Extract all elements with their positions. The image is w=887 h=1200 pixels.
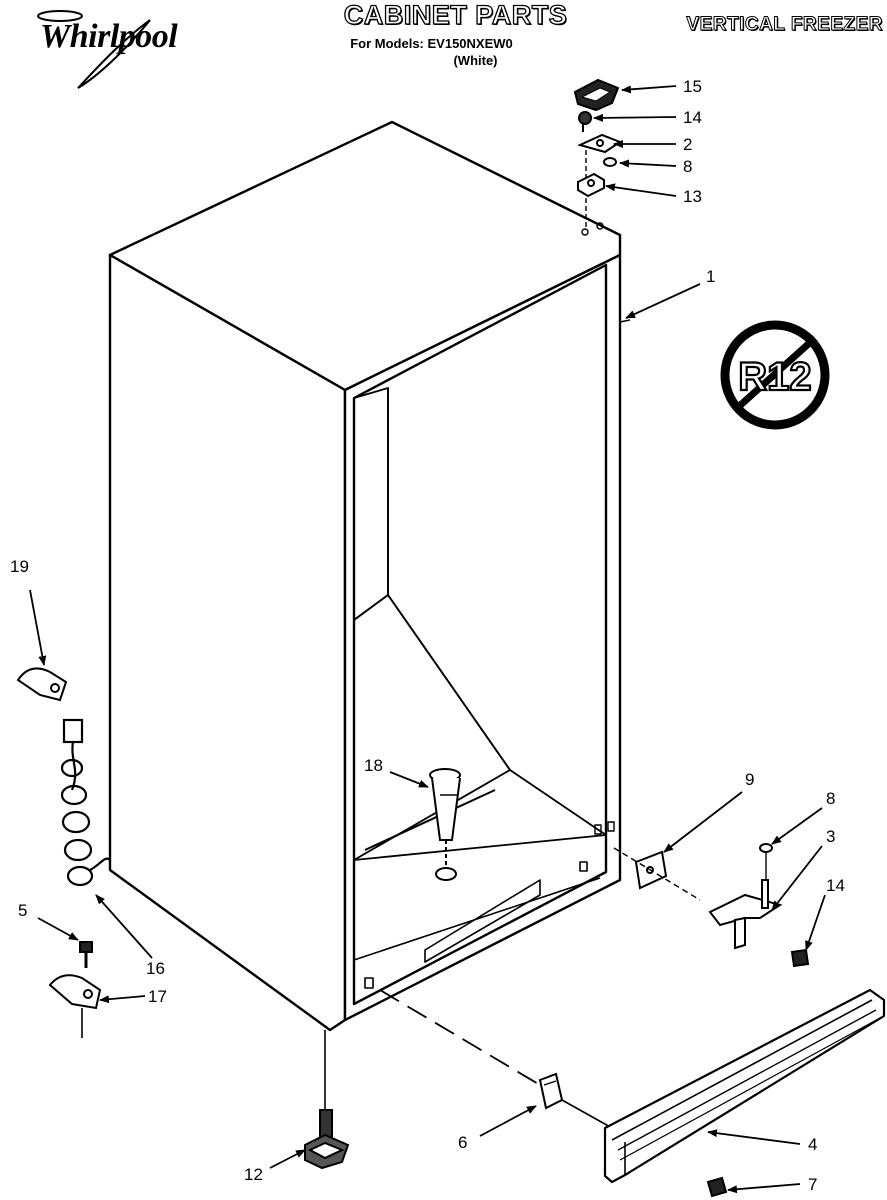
cord-clip-top-part xyxy=(16,667,68,702)
callout-5: 5 xyxy=(18,901,27,920)
callout-12: 12 xyxy=(244,1165,263,1184)
callout-18: 18 xyxy=(364,756,383,775)
callout-16: 16 xyxy=(146,959,165,978)
top-hinge-assembly xyxy=(573,78,623,230)
r12-badge-text: R12 xyxy=(738,355,811,399)
callout-14-bottom: 14 xyxy=(826,876,845,895)
callout-14-top: 14 xyxy=(683,108,702,127)
leveling-leg-part xyxy=(304,1030,350,1170)
callout-1: 1 xyxy=(706,267,715,286)
callout-19: 19 xyxy=(10,557,29,576)
screw-14-part xyxy=(790,948,810,968)
callout-6: 6 xyxy=(458,1133,467,1152)
callout-4: 4 xyxy=(808,1135,817,1154)
callout-9: 9 xyxy=(745,770,754,789)
cord-clip-bottom-part xyxy=(48,974,102,1038)
models-line: For Models: EV150NXEW0 xyxy=(350,36,513,51)
callout-15: 15 xyxy=(683,77,702,96)
freezer-cabinet xyxy=(108,120,631,1032)
logo-swoosh xyxy=(37,10,151,89)
callout-arrows xyxy=(29,85,826,1194)
color-line: (White) xyxy=(453,53,498,68)
callout-13: 13 xyxy=(683,187,702,206)
screw-7-part xyxy=(706,1176,728,1198)
callout-7: 7 xyxy=(808,1175,817,1194)
callout-3: 3 xyxy=(826,827,835,846)
callout-8-bottom: 8 xyxy=(826,789,835,808)
drain-plug-part xyxy=(429,768,461,881)
callout-labels: 15 14 2 8 13 1 19 18 9 8 3 14 5 16 17 12… xyxy=(10,77,845,1194)
grille-clip-part xyxy=(379,989,613,1129)
brand-text: Whirlpool xyxy=(40,18,178,55)
toe-grille-part xyxy=(603,988,886,1184)
power-cord-part xyxy=(60,718,111,887)
callout-17: 17 xyxy=(148,987,167,1006)
screw-5-part xyxy=(79,941,93,968)
callout-8-top: 8 xyxy=(683,157,692,176)
whirlpool-logo: Whirlpool xyxy=(40,18,178,56)
page-title: CABINET PARTS xyxy=(343,0,568,31)
callout-2: 2 xyxy=(683,135,692,154)
bracket-9-part xyxy=(613,847,701,901)
no-r12-badge: R12 xyxy=(720,320,830,430)
product-type: VERTICAL FREEZER xyxy=(686,14,883,36)
bottom-hinge-part xyxy=(708,879,783,950)
